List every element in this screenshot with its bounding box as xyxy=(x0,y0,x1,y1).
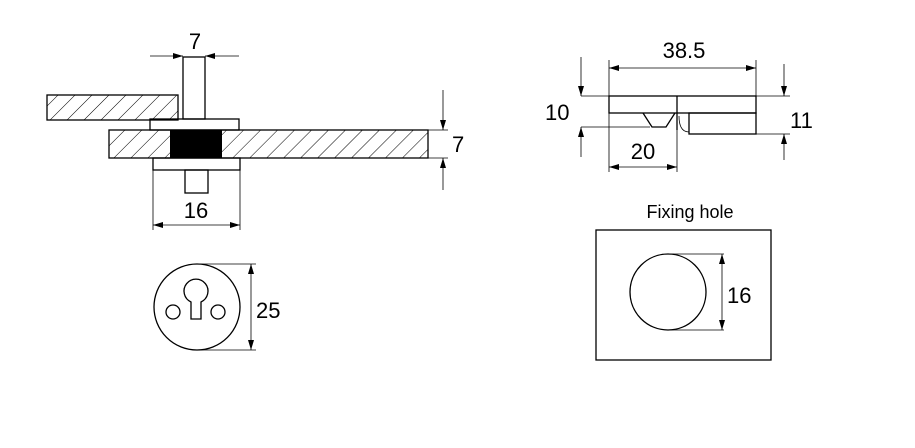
fixing-hole-view: Fixing hole 16 xyxy=(595,202,772,361)
main-plate xyxy=(108,129,429,159)
lower-washer xyxy=(152,157,241,171)
diameter-label: 25 xyxy=(256,298,280,323)
height-left-label: 10 xyxy=(545,100,569,125)
length-label: 38.5 xyxy=(663,38,706,63)
fixing-hole-title: Fixing hole xyxy=(646,202,733,222)
plate-thickness-label: 7 xyxy=(452,132,464,157)
fixing-hole-diameter-label: 16 xyxy=(727,283,751,308)
rubber-insert xyxy=(170,130,222,158)
washer-diameter-label: 16 xyxy=(184,198,208,223)
upper-washer xyxy=(149,118,240,131)
height-right-label: 11 xyxy=(790,108,813,133)
stub xyxy=(184,169,209,194)
pin xyxy=(182,56,206,120)
pin-width-label: 7 xyxy=(189,29,201,54)
slot-length-label: 20 xyxy=(631,139,655,164)
front-view: 25 xyxy=(153,263,280,351)
keyhole xyxy=(183,278,209,320)
side-view: 7 7 16 xyxy=(46,29,464,230)
profile-view: 38.5 10 11 20 xyxy=(545,38,813,172)
upper-glass-shelf xyxy=(46,94,179,121)
